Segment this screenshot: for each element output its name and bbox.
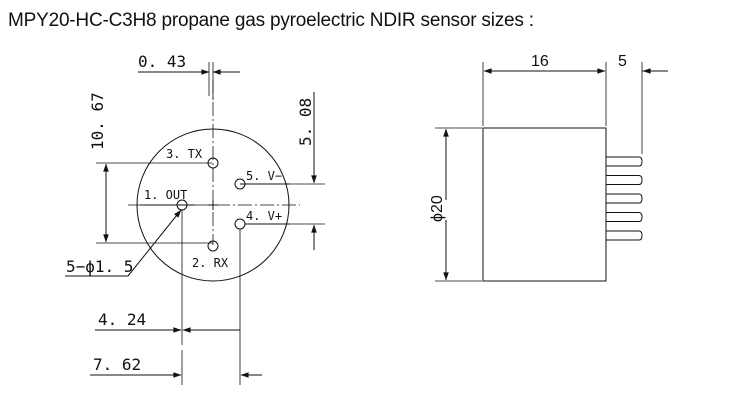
dim-16-label: 16 [531,53,549,70]
side-pin [606,212,643,222]
side-pin [606,193,643,204]
front-view [65,62,325,385]
side-pin [606,156,643,167]
dim-043-label: 0. 43 [138,52,186,71]
side-pins [606,156,643,241]
pin-label-vplus: 4. V+ [246,209,282,223]
dim-pins-label: 5−ϕ1. 5 [66,257,133,276]
side-pin [606,230,643,241]
pin-4-vplus [234,218,246,230]
dim-762-label: 7. 62 [93,355,141,374]
pin-2-rx [207,240,219,252]
pin-diameter-leader [127,209,182,277]
side-pin [606,175,643,185]
dim-1067-label: 10. 67 [88,92,107,150]
pin-label-rx: 2. RX [192,256,229,270]
page-title: MPY20-HC-C3H8 propane gas pyroelectric N… [8,10,534,31]
sensor-side-body [482,127,607,282]
dim-d20-label: ϕ20 [429,195,446,222]
dim-508-label: 5. 08 [296,98,315,146]
pin-label-tx: 3. TX [166,147,203,161]
side-view [435,62,668,282]
pin-label-vminus: 5. V− [246,169,282,183]
dim-5-label: 5 [618,53,627,70]
dim-424-label: 4. 24 [98,310,146,329]
pin-label-out: 1. OUT [144,188,187,202]
